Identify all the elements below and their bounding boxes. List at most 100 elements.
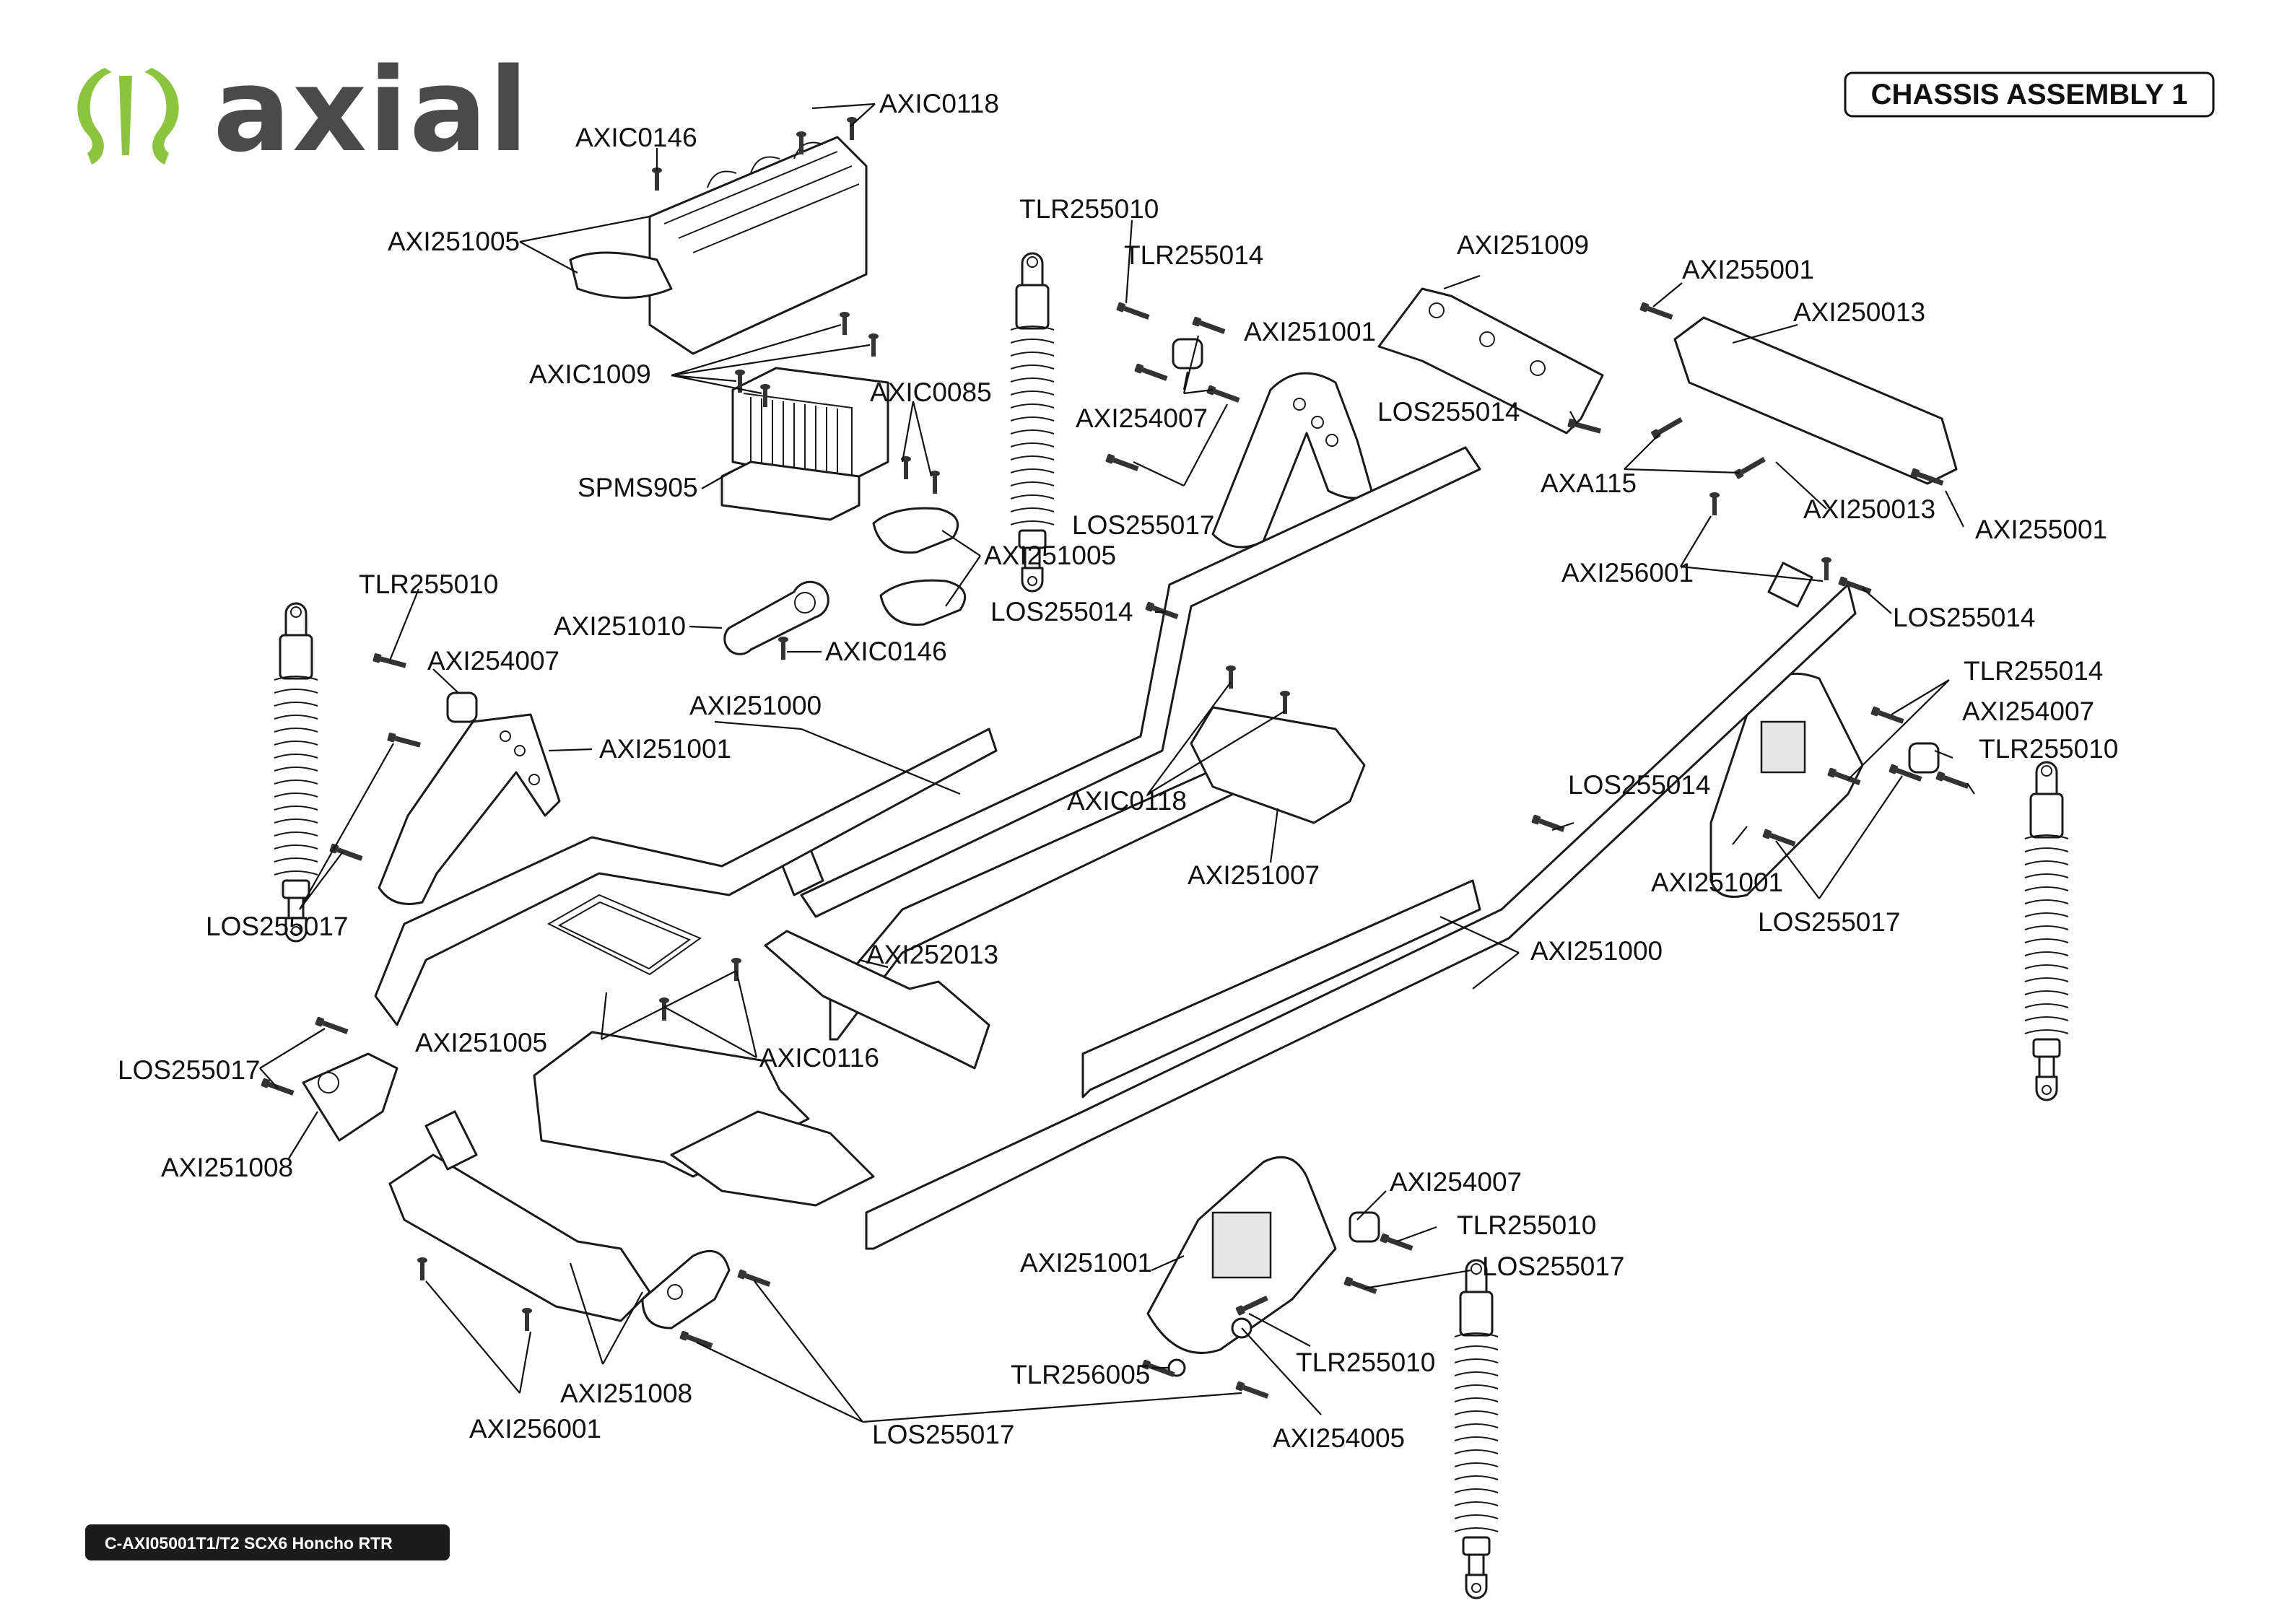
screw-icon bbox=[1235, 1381, 1270, 1401]
link-mount-left-small bbox=[302, 1052, 398, 1142]
part-label: AXI251005 bbox=[415, 1028, 547, 1057]
screw-icon bbox=[868, 333, 879, 357]
screw-icon bbox=[1343, 1276, 1378, 1296]
part-label: AXI254007 bbox=[1390, 1167, 1522, 1197]
rear-crossmember bbox=[1377, 287, 1604, 435]
screw-icon bbox=[315, 1016, 349, 1036]
shock-tower-rear-left bbox=[1146, 1156, 1337, 1354]
part-label: AXI250013 bbox=[1803, 494, 1935, 524]
front-frame-rail bbox=[374, 728, 998, 1026]
shock-rear-right bbox=[2023, 761, 2070, 1101]
part-label: AXI255001 bbox=[1682, 255, 1814, 284]
footer-label: C-AXI05001T1/T2 SCX6 Honcho RTR bbox=[105, 1534, 393, 1553]
screw-icon bbox=[417, 1257, 427, 1280]
part-label: LOS255017 bbox=[1758, 907, 1901, 937]
part-label: LOS255017 bbox=[1072, 510, 1215, 540]
part-label: AXI251005 bbox=[388, 227, 520, 256]
bumper-mount bbox=[1673, 316, 1958, 485]
part-label: AXI254007 bbox=[1962, 697, 2094, 726]
part-label: AXI255001 bbox=[1975, 515, 2107, 544]
part-label: SPMS905 bbox=[578, 473, 698, 502]
part-label: AXI251009 bbox=[1457, 230, 1589, 260]
battery-tray bbox=[533, 1031, 875, 1207]
screw-icon bbox=[679, 1330, 714, 1350]
part-label: LOS255014 bbox=[1377, 397, 1520, 427]
part-label: AXI254007 bbox=[1076, 403, 1208, 433]
part-label: LOS255017 bbox=[118, 1055, 261, 1085]
airbox-assembly bbox=[569, 136, 868, 355]
screw-icon bbox=[1206, 385, 1241, 405]
screw-icon bbox=[778, 637, 788, 660]
screw-icon bbox=[1709, 492, 1720, 515]
servo-mount-lower bbox=[879, 579, 967, 626]
screw-icon bbox=[1192, 316, 1227, 336]
part-label: AXIC1009 bbox=[529, 359, 651, 389]
screw-icon bbox=[1280, 691, 1290, 714]
screw-icon bbox=[1650, 415, 1684, 440]
screw-icon bbox=[522, 1308, 532, 1331]
screw-icon bbox=[1935, 771, 1970, 791]
servo bbox=[720, 367, 889, 521]
part-labels: AXIC0118 AXIC0146 AXI251005 AXIC1009 SPM… bbox=[118, 89, 2118, 1453]
part-label: AXIC0118 bbox=[879, 89, 999, 118]
axial-logo-icon bbox=[77, 68, 179, 165]
part-label: AXI251005 bbox=[984, 541, 1116, 570]
part-label: AXIC0085 bbox=[870, 377, 992, 407]
skid-plate bbox=[1190, 706, 1366, 824]
part-label: LOS255014 bbox=[1893, 603, 2036, 632]
part-label: LOS255014 bbox=[1568, 770, 1711, 800]
part-label: TLR255010 bbox=[1296, 1348, 1435, 1377]
part-label: TLR255010 bbox=[359, 569, 498, 599]
leader-lines bbox=[259, 102, 1975, 1423]
part-label: AXI256001 bbox=[469, 1414, 601, 1444]
link-mount-front bbox=[641, 1249, 731, 1330]
part-label: TLR255010 bbox=[1457, 1210, 1596, 1240]
footer-badge bbox=[85, 1524, 450, 1560]
part-label: AXIC0146 bbox=[575, 123, 697, 152]
part-label: TLR255014 bbox=[1124, 240, 1263, 270]
part-label: AXI251001 bbox=[1020, 1248, 1152, 1278]
spacer bbox=[1908, 742, 1940, 774]
part-label: AXI251010 bbox=[554, 611, 686, 641]
title-box bbox=[1844, 71, 2215, 118]
battery-door-seal bbox=[546, 894, 702, 976]
part-label: AXI252013 bbox=[866, 940, 998, 969]
screw-icon bbox=[1821, 557, 1831, 580]
part-label: AXI251007 bbox=[1188, 860, 1320, 890]
servo-horn bbox=[723, 580, 829, 655]
part-label: AXI251001 bbox=[1244, 317, 1376, 346]
part-label: AXI254005 bbox=[1273, 1423, 1405, 1453]
part-label: AXI250013 bbox=[1793, 297, 1925, 327]
part-label: AXI254007 bbox=[427, 646, 559, 676]
page-title: CHASSIS ASSEMBLY 1 bbox=[1871, 79, 2188, 110]
part-label: AXIC0118 bbox=[1067, 786, 1187, 816]
part-label: AXI251000 bbox=[1530, 936, 1663, 966]
part-label: AXI251001 bbox=[599, 734, 731, 764]
part-label: AXIC0146 bbox=[825, 637, 947, 666]
part-label: LOS255017 bbox=[1482, 1252, 1625, 1281]
screw-icon bbox=[1567, 418, 1602, 436]
screw-icon bbox=[847, 117, 857, 140]
part-label: TLR255014 bbox=[1964, 656, 2103, 686]
part-label: TLR255010 bbox=[1019, 194, 1159, 224]
screw-icon bbox=[1116, 302, 1151, 322]
shock-tower-front-left bbox=[378, 713, 561, 905]
axial-wordmark: axial bbox=[213, 43, 530, 178]
part-label: AXA115 bbox=[1541, 468, 1637, 498]
screw-icon bbox=[1733, 455, 1767, 480]
part-label: TLR255010 bbox=[1979, 734, 2118, 764]
screw-icon bbox=[1134, 363, 1169, 383]
link-mount bbox=[764, 930, 990, 1070]
servo-mount-upper bbox=[872, 507, 959, 554]
part-label: AXI251008 bbox=[560, 1379, 692, 1408]
shock-rear-left bbox=[1453, 1259, 1499, 1599]
part-label: LOS255014 bbox=[990, 597, 1133, 627]
screw-icon bbox=[1226, 665, 1236, 689]
spacer bbox=[1349, 1211, 1380, 1243]
screw-icon bbox=[373, 652, 407, 671]
part-label: LOS255017 bbox=[872, 1420, 1015, 1449]
part-label: AXI251000 bbox=[689, 691, 822, 720]
part-label: AXI256001 bbox=[1561, 558, 1694, 588]
chassis-rail-left bbox=[865, 562, 1857, 1250]
